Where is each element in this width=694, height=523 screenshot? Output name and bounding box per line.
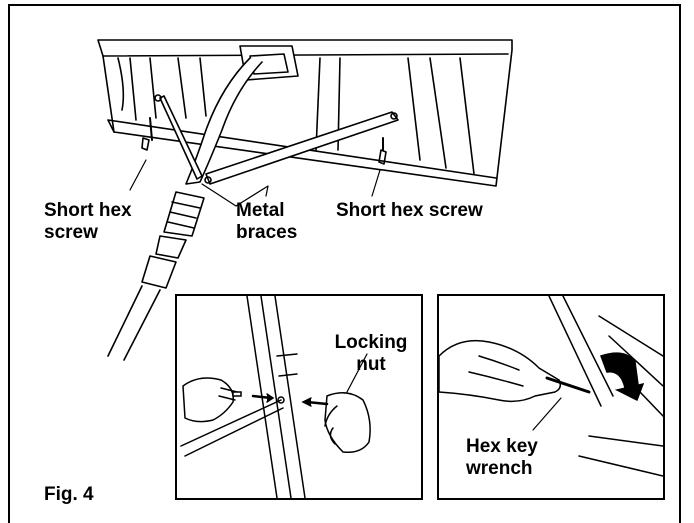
figure-frame [8, 4, 681, 523]
inset-locking-nut [175, 294, 423, 500]
label-short-hex-screw-left: Short hex screw [44, 200, 132, 244]
label-line-1: Hex key [466, 436, 538, 457]
label-line-2: braces [236, 222, 298, 243]
label-metal-braces: Metal braces [236, 200, 297, 244]
figure-label: Fig. 4 [44, 484, 94, 505]
label-line-2: nut [356, 354, 386, 375]
label-hex-key-wrench: Hex key wrench [466, 436, 538, 480]
label-short-hex-screw-right: Short hex screw [336, 200, 483, 222]
right-hand [324, 392, 371, 454]
rake-head [97, 39, 513, 187]
label-line-1: Metal [236, 200, 285, 221]
label-locking-nut: Locking nut [326, 332, 416, 376]
locking-nut-illustration [180, 295, 371, 499]
pole-lower [107, 285, 161, 361]
inset-hex-key [437, 294, 665, 500]
pole-curve [185, 57, 263, 185]
label-line-1: Short hex screw [336, 200, 483, 221]
brace-left [159, 95, 203, 180]
pole-grip [163, 191, 205, 237]
label-line-1: Locking [334, 332, 408, 353]
hex-key-illustration [438, 295, 664, 477]
hand [438, 339, 562, 403]
left-hand [182, 377, 234, 423]
label-line-1: Short hex [44, 200, 132, 221]
label-line-2: wrench [466, 458, 533, 479]
brace-right [205, 111, 399, 185]
label-line-2: screw [44, 222, 98, 243]
